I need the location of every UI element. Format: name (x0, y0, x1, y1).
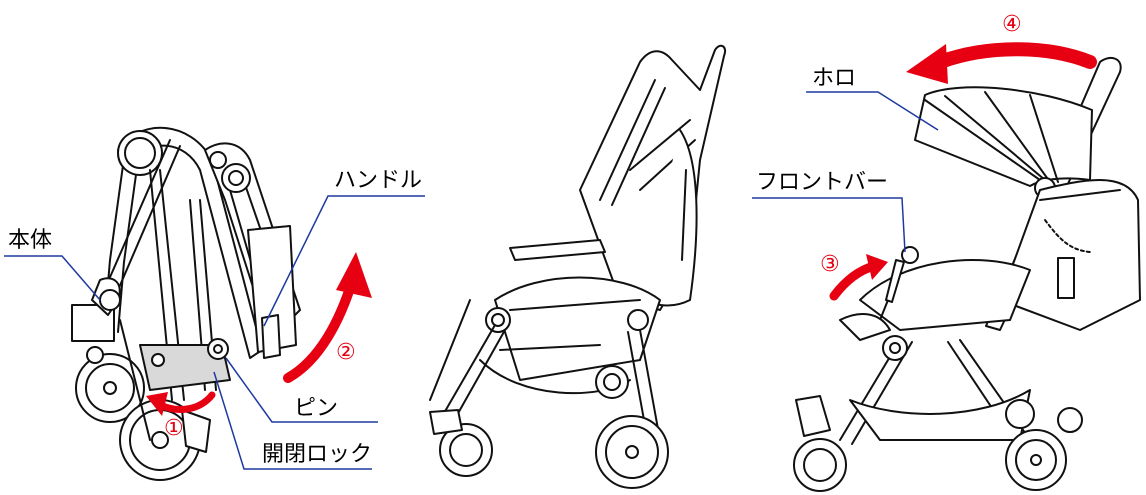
open-stroller (793, 56, 1141, 492)
leader-pin (225, 357, 378, 423)
step-number-3: ③ (820, 252, 840, 277)
step-number-1: ① (164, 416, 184, 441)
leader-lines (4, 91, 939, 470)
leader-canopy (806, 91, 939, 131)
curved-arrow-step-2 (283, 252, 372, 383)
curved-arrow-step-4 (906, 42, 1097, 84)
curved-arrow-step-3 (829, 254, 888, 301)
folded-stroller (71, 126, 301, 481)
label-lock: 開閉ロック (262, 442, 373, 467)
leader-body (4, 255, 101, 301)
label-body: 本体 (8, 228, 53, 253)
half-open-stroller (429, 44, 726, 489)
leader-front-bar (752, 197, 906, 253)
label-canopy: ホロ (812, 66, 857, 91)
label-handle: ハンドル (334, 168, 423, 193)
label-front-bar: フロントバー (756, 170, 889, 195)
curved-arrow-step-1 (146, 391, 216, 416)
leader-lock (213, 371, 372, 470)
label-pin: ピン (294, 396, 339, 421)
step-number-2: ② (336, 340, 356, 365)
step-number-4: ④ (1002, 12, 1022, 37)
leader-handle (263, 195, 425, 327)
